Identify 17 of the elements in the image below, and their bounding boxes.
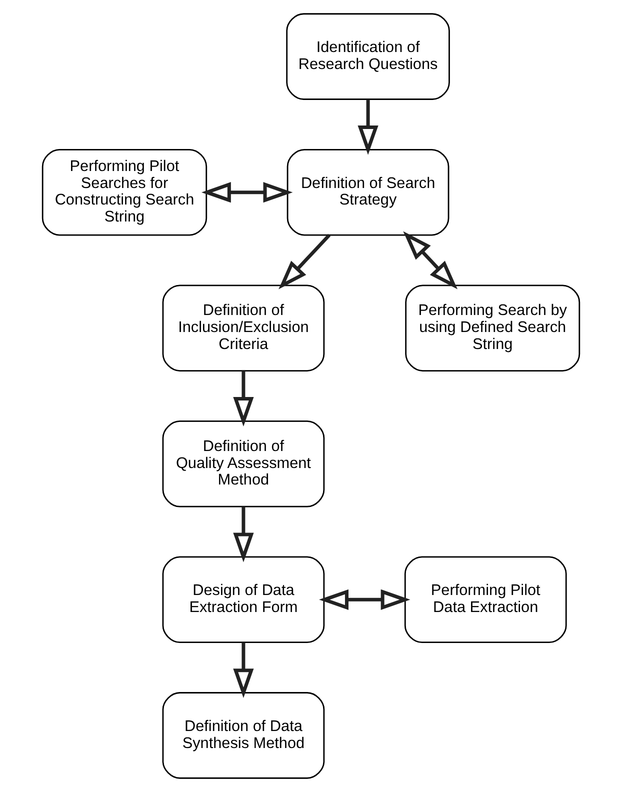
arrow [200, 182, 292, 203]
node-box: Performing Search by using Defined Search String [404, 284, 580, 372]
node-box: Design of Data Extraction Form [162, 556, 324, 644]
node-box: Definition of Quality Assessment Method [162, 420, 324, 508]
arrow [402, 231, 458, 290]
node-box: Identification of Research Questions [286, 13, 450, 100]
node-box: Definition of Data Synthesis Method [162, 692, 324, 779]
arrow [278, 234, 330, 290]
arrow [232, 370, 254, 426]
arrow [232, 506, 254, 562]
node-box: Definition of Search Strategy [286, 148, 449, 236]
arrow [318, 589, 410, 610]
node-box: Definition of Inclusion/Exclusion Criteria [162, 284, 324, 372]
node-box: Performing Pilot Data Extraction [404, 556, 566, 644]
arrow [357, 99, 378, 155]
node-box: Performing Pilot Searches for Constructing Search String [41, 148, 207, 236]
arrow [232, 642, 254, 698]
